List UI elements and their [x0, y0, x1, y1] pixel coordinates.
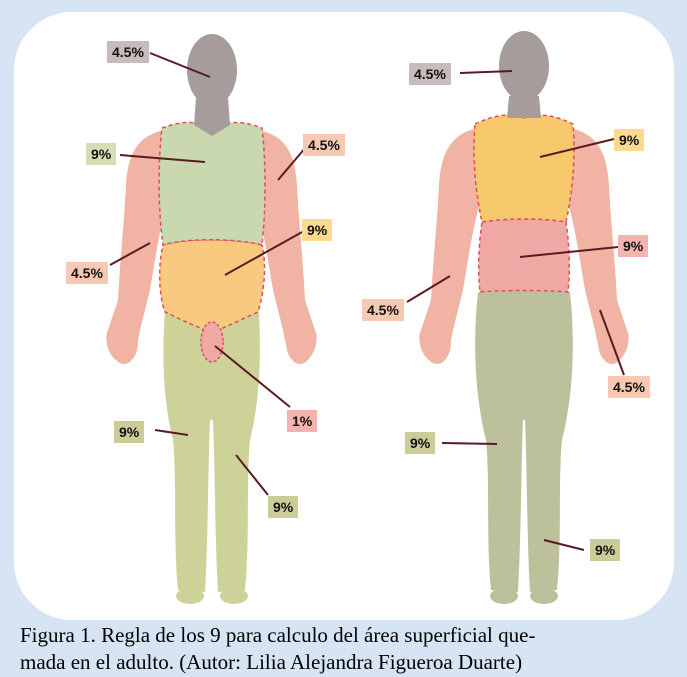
back-left-foot	[490, 588, 518, 604]
back-head	[499, 31, 549, 101]
back-legs	[475, 291, 573, 593]
back-left-hand	[423, 320, 451, 364]
caption-line-1: Figura 1. Regla de los 9 para calculo de…	[20, 622, 680, 649]
label-back-right-leg: 9%	[590, 539, 620, 561]
label-back-head: 4.5%	[409, 63, 451, 85]
label-front-abdomen: 9%	[302, 219, 332, 241]
label-front-right-leg: 9%	[268, 496, 298, 518]
leader-back-left-leg	[442, 443, 497, 444]
back-lower-back	[479, 219, 570, 292]
label-back-left-arm: 4.5%	[362, 299, 404, 321]
label-back-lower: 9%	[618, 235, 648, 257]
front-genitals	[201, 322, 223, 362]
figure-caption: Figura 1. Regla de los 9 para calculo de…	[20, 622, 680, 676]
label-back-upper: 9%	[614, 129, 644, 151]
front-right-foot	[176, 588, 204, 604]
front-left-hand	[286, 320, 314, 364]
label-front-genitals: 1%	[287, 410, 317, 432]
label-front-left-arm: 4.5%	[66, 262, 108, 284]
back-upper-back	[474, 115, 574, 222]
front-left-foot	[220, 588, 248, 604]
back-right-foot	[530, 588, 558, 604]
front-body-figure	[106, 34, 316, 604]
label-front-right-arm: 4.5%	[303, 134, 345, 156]
front-chest	[159, 123, 265, 246]
caption-line-2: mada en el adulto. (Autor: Lilia Alejand…	[20, 649, 680, 676]
label-front-head: 4.5%	[107, 41, 149, 63]
back-body-figure	[419, 31, 628, 604]
label-front-chest: 9%	[86, 143, 116, 165]
label-back-left-leg: 9%	[405, 432, 435, 454]
front-right-hand	[110, 320, 138, 364]
label-front-left-leg: 9%	[114, 421, 144, 443]
label-back-right-arm: 4.5%	[608, 376, 650, 398]
